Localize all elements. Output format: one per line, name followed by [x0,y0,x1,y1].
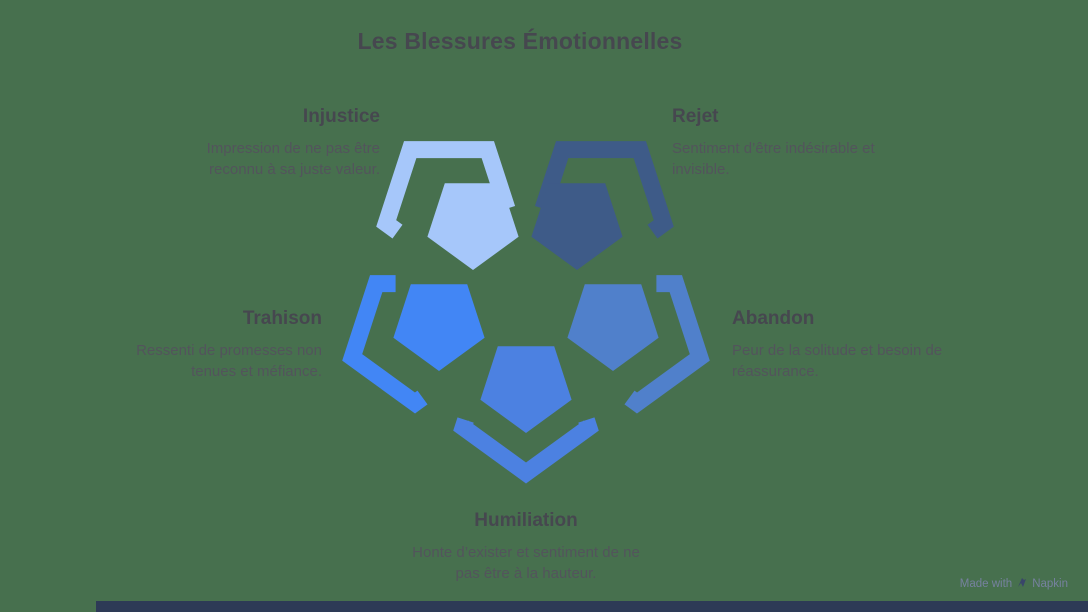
wound-block-humiliation: Humiliation Honte d’exister et sentiment… [411,510,641,585]
bottom-bar [96,601,1088,612]
wound-block-rejet: Rejet Sentiment d’être indésirable et in… [672,106,887,181]
wound-block-injustice: Injustice Impression de ne pas être reco… [180,106,380,181]
pentagon-icon-trahison [342,275,485,414]
wound-description-injustice: Impression de ne pas être reconnu à sa j… [206,140,380,179]
pentagon-icon-injustice [376,141,519,270]
wound-label-rejet: Rejet [672,106,719,127]
wound-label-trahison: Trahison [242,308,322,329]
wound-description-humiliation: Honte d’exister et sentiment de ne pas ê… [412,544,640,583]
wound-description-abandon: Peur de la solitude et besoin de réassur… [732,342,943,381]
wound-description-rejet: Sentiment d’être indésirable et invisibl… [672,140,875,179]
watermark-brand: Napkin [1032,577,1068,590]
watermark-prefix: Made with [959,577,1013,590]
wound-description-trahison: Ressenti de promesses non tenues et méfi… [136,342,322,381]
wound-label-abandon: Abandon [732,308,815,329]
napkin-watermark: Made with Napkin [960,576,1068,591]
napkin-pen-icon [1016,577,1028,592]
pentagon-icon-abandon [567,275,710,414]
wound-block-abandon: Abandon Peur de la solitude et besoin de… [732,308,947,383]
wound-block-trahison: Trahison Ressenti de promesses non tenue… [122,308,322,383]
wound-label-injustice: Injustice [302,106,380,127]
pentagon-icon-rejet [531,141,674,270]
wound-label-humiliation: Humiliation [474,510,578,531]
pentagon-icon-humiliation [453,346,599,484]
page-title: Les Blessures Émotionnelles [357,28,683,54]
